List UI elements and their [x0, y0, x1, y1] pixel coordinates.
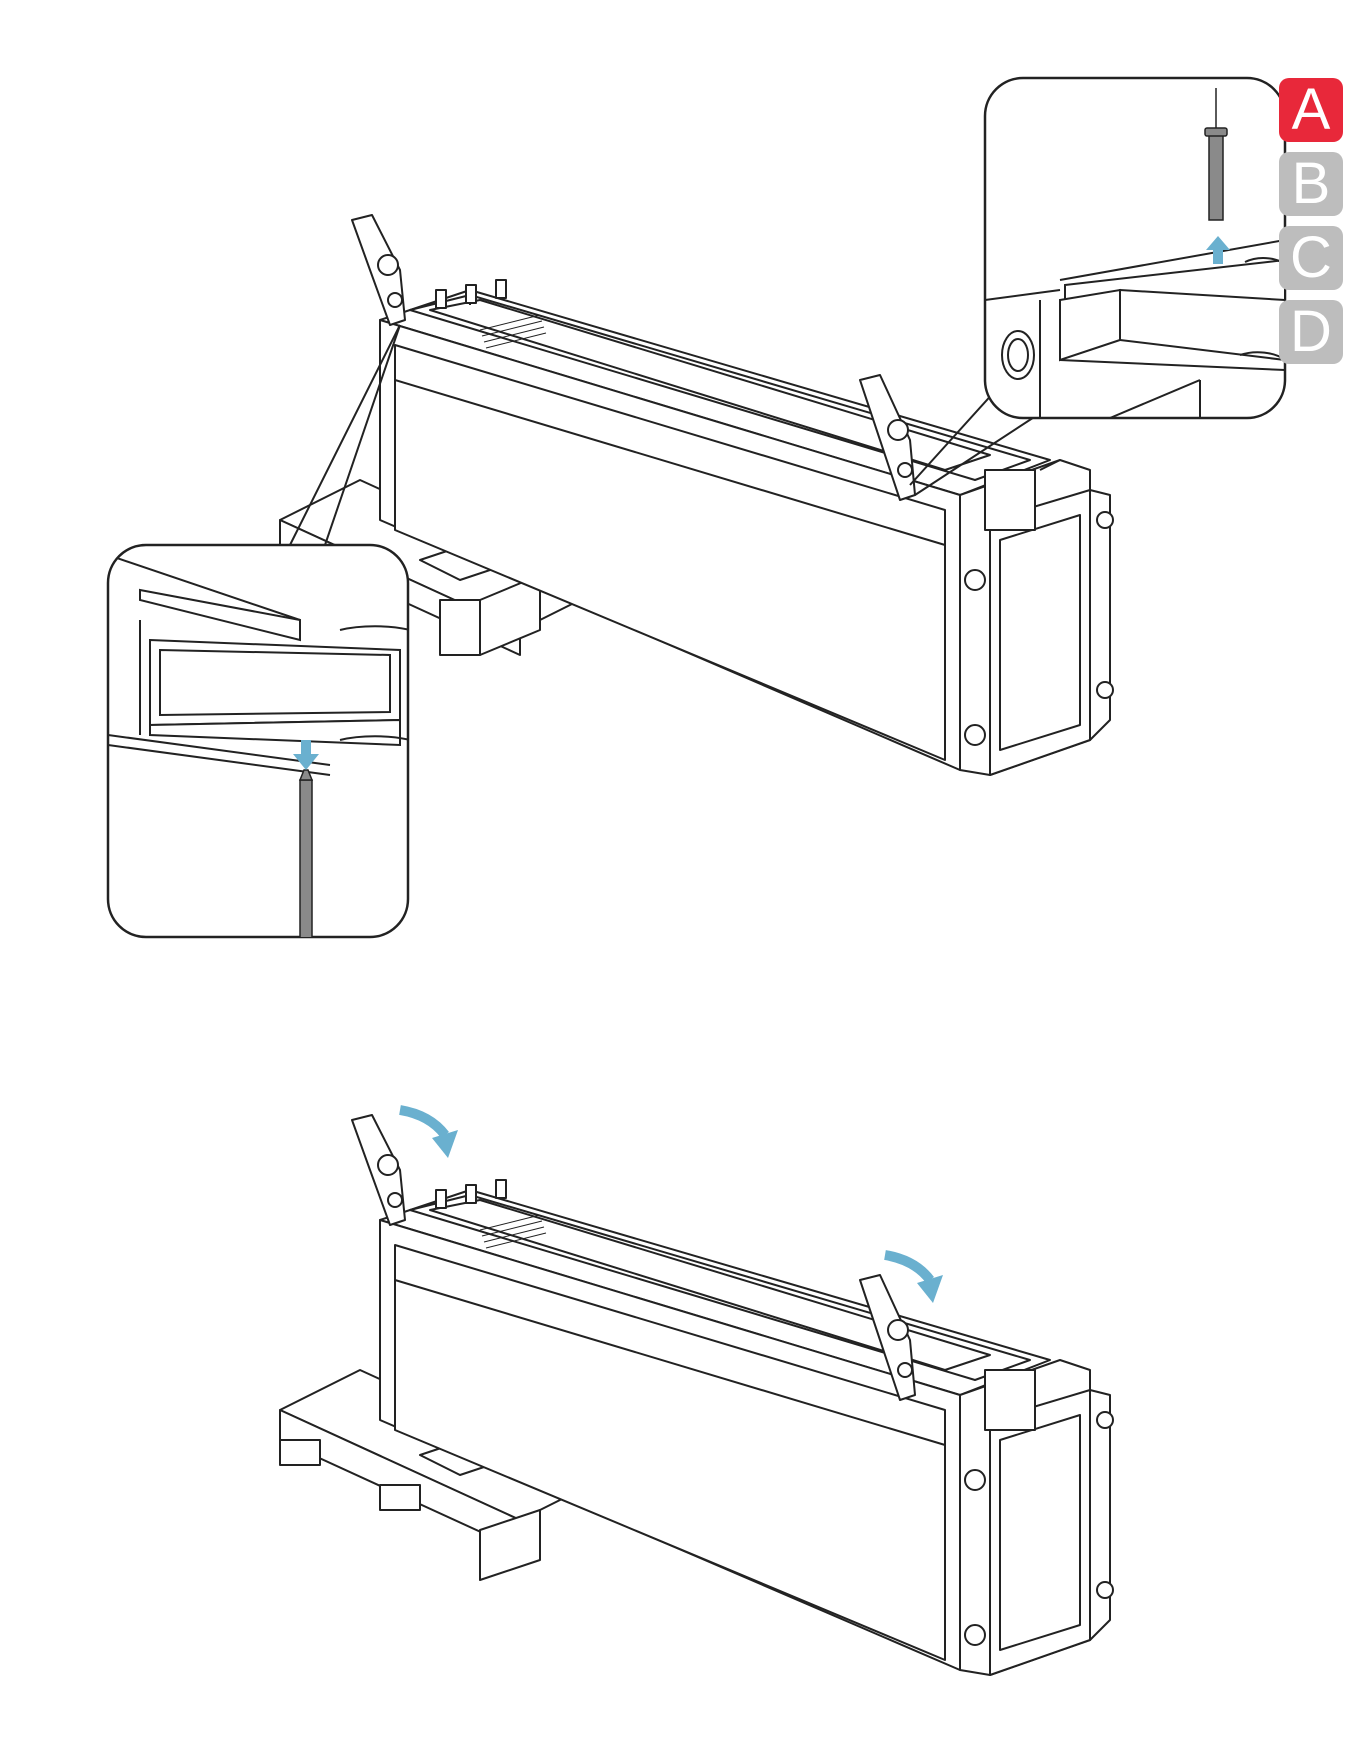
- inset-left: [108, 545, 410, 940]
- illustration-bottom-svg: [0, 1080, 1361, 1761]
- curved-arrow-icon: [885, 1255, 943, 1303]
- hinge-left: [352, 215, 405, 325]
- step-tab-c[interactable]: C: [1279, 226, 1343, 290]
- step-tab-d[interactable]: D: [1279, 300, 1343, 364]
- curved-arrow-icon: [400, 1110, 458, 1158]
- illustration-close-hinges: [0, 1080, 1361, 1761]
- step-tab-b[interactable]: B: [1279, 152, 1343, 216]
- machine-body: [380, 1180, 1113, 1675]
- illustration-remove-pins: [0, 0, 1361, 960]
- screwdriver: [300, 770, 312, 940]
- illustration-top-svg: [0, 0, 1361, 960]
- step-tab-a[interactable]: A: [1279, 78, 1343, 142]
- inset-right: [985, 78, 1285, 418]
- hinge-left: [352, 1115, 405, 1225]
- step-tabs: A B C D: [1279, 78, 1343, 374]
